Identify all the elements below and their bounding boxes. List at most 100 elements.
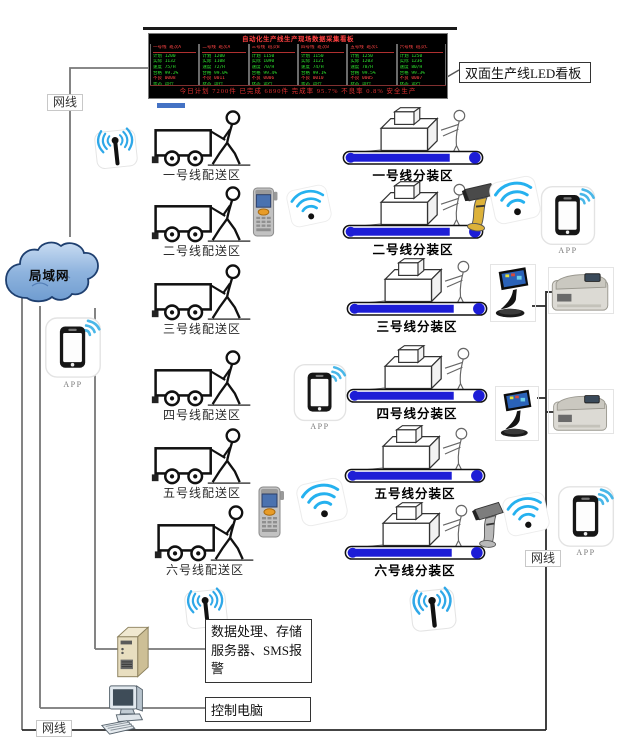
led-line: 合格 99.1%	[300, 70, 327, 76]
led-line: 合格 99.0%	[202, 70, 228, 76]
led-board-title: 自动化生产线生产现场数据采集看板	[242, 36, 354, 43]
packing-label: 三号线分装区	[376, 320, 458, 334]
led-line: 四号线 班次B	[300, 45, 345, 53]
wireless-antenna-lines	[406, 584, 460, 636]
led-line: 状态 运行	[399, 81, 421, 85]
control-computer-callout-text: 控制电脑	[211, 703, 264, 718]
server-icon	[113, 624, 151, 680]
lan-label: 局域网	[29, 269, 70, 283]
led-line: 速度 75/H	[153, 64, 176, 70]
led-line: 状态 运行	[251, 81, 273, 85]
led-line: 一号线 班次A	[153, 45, 197, 53]
delivery-label: 一号线配送区	[162, 168, 241, 182]
led-line: 实际 1108	[202, 59, 225, 65]
label-printer-row3	[548, 267, 614, 314]
led-line: 计划 1150	[251, 53, 275, 59]
led-line: 计划 1150	[300, 53, 324, 59]
cloud-icon	[5, 241, 99, 303]
wifi-signal-row5	[296, 477, 348, 527]
led-line: 状态 运行	[350, 81, 372, 85]
handheld-pda-row2	[246, 187, 282, 237]
printer-icon	[550, 269, 612, 313]
led-line: 速度 70/H	[251, 64, 275, 70]
cable-label-bottom: 网线	[36, 720, 72, 737]
app-phone-left	[43, 315, 103, 381]
led-line: 合格 99.5%	[350, 70, 376, 76]
conveyor-icon	[344, 345, 490, 403]
app-label: APP	[576, 548, 596, 557]
wifi-signal-row2-right	[489, 175, 541, 225]
led-line: 实际 1236	[399, 59, 423, 65]
led-line: 状态 运行	[202, 81, 224, 85]
delivery-label: 三号线配送区	[162, 322, 241, 336]
delivery-area-row3: 三号线配送区	[150, 264, 254, 337]
app-phone-row4	[291, 362, 349, 424]
packing-area-row4: 四号线分装区	[344, 345, 490, 422]
packing-area-row3: 三号线分装区	[344, 258, 490, 335]
app-label: APP	[310, 422, 330, 431]
printer-icon	[550, 391, 612, 433]
led-board-frame-line	[143, 27, 457, 30]
kiosk-terminal-row4	[495, 386, 539, 441]
pda-icon	[246, 187, 282, 237]
led-line: 不良 0006	[251, 76, 275, 82]
packing-label: 二号线分装区	[372, 243, 454, 257]
antenna-icon	[92, 125, 140, 173]
kiosk-icon	[492, 265, 534, 321]
wifi-signal-row5-right	[502, 491, 550, 537]
led-line: 实际 1121	[300, 59, 324, 65]
desktop-computer-icon	[95, 682, 157, 738]
delivery-area-row2: 二号线配送区	[150, 186, 254, 259]
cart-worker-icon	[153, 505, 257, 563]
led-line: 实际 1203	[350, 59, 373, 65]
led-line: 速度 80/H	[399, 64, 423, 70]
cart-worker-icon	[150, 264, 254, 322]
packing-area-row5: 五号线分装区	[342, 425, 488, 502]
conveyor-icon	[342, 502, 488, 560]
packing-area-row2: 二号线分装区	[340, 181, 486, 258]
led-line: 状态 运行	[300, 81, 322, 85]
smartphone-icon	[43, 315, 103, 381]
led-line: 不良 0010	[300, 76, 324, 82]
led-line: 二号线 班次A	[202, 45, 246, 53]
delivery-area-row1: 一号线配送区	[150, 110, 254, 183]
delivery-area-row6: 六号线配送区	[153, 505, 257, 578]
cable-label-right: 网线	[525, 550, 561, 567]
led-line: 计划 1250	[350, 53, 373, 59]
led-line: 不良 0008	[153, 76, 176, 82]
packing-label: 四号线分装区	[376, 407, 458, 421]
app-phone-row5	[555, 484, 617, 550]
app-label: APP	[63, 380, 83, 389]
led-line: 计划 1200	[153, 53, 176, 59]
delivery-label: 四号线配送区	[162, 408, 241, 422]
conveyor-icon	[342, 425, 488, 483]
control-computer-callout: 控制电脑	[205, 697, 311, 722]
wifi-icon	[502, 491, 550, 537]
control-computer	[95, 682, 157, 738]
server-callout-text: 数据处理、存储服务器、SMS报警	[211, 623, 303, 677]
data-server	[113, 624, 151, 680]
led-line: 计划 1250	[399, 53, 423, 59]
wifi-icon	[489, 175, 541, 225]
server-callout: 数据处理、存储服务器、SMS报警	[205, 619, 312, 683]
led-line: 不良 0011	[202, 76, 225, 82]
led-board-blue-strip	[157, 103, 185, 108]
app-label: APP	[558, 246, 578, 255]
led-line: 实际 1090	[251, 59, 275, 65]
delivery-label: 六号线配送区	[165, 563, 244, 577]
led-line: 计划 1200	[202, 53, 225, 59]
led-line: 不良 0007	[399, 76, 423, 82]
led-line: 速度 78/H	[350, 64, 373, 70]
led-line: 六号线 班次C	[399, 45, 443, 53]
led-board-callout: 双面生产线LED看板	[459, 62, 591, 83]
cart-worker-icon	[150, 428, 254, 486]
led-line: 不良 0005	[350, 76, 373, 82]
cart-worker-icon	[150, 350, 254, 408]
led-board-callout-text: 双面生产线LED看板	[465, 66, 582, 81]
